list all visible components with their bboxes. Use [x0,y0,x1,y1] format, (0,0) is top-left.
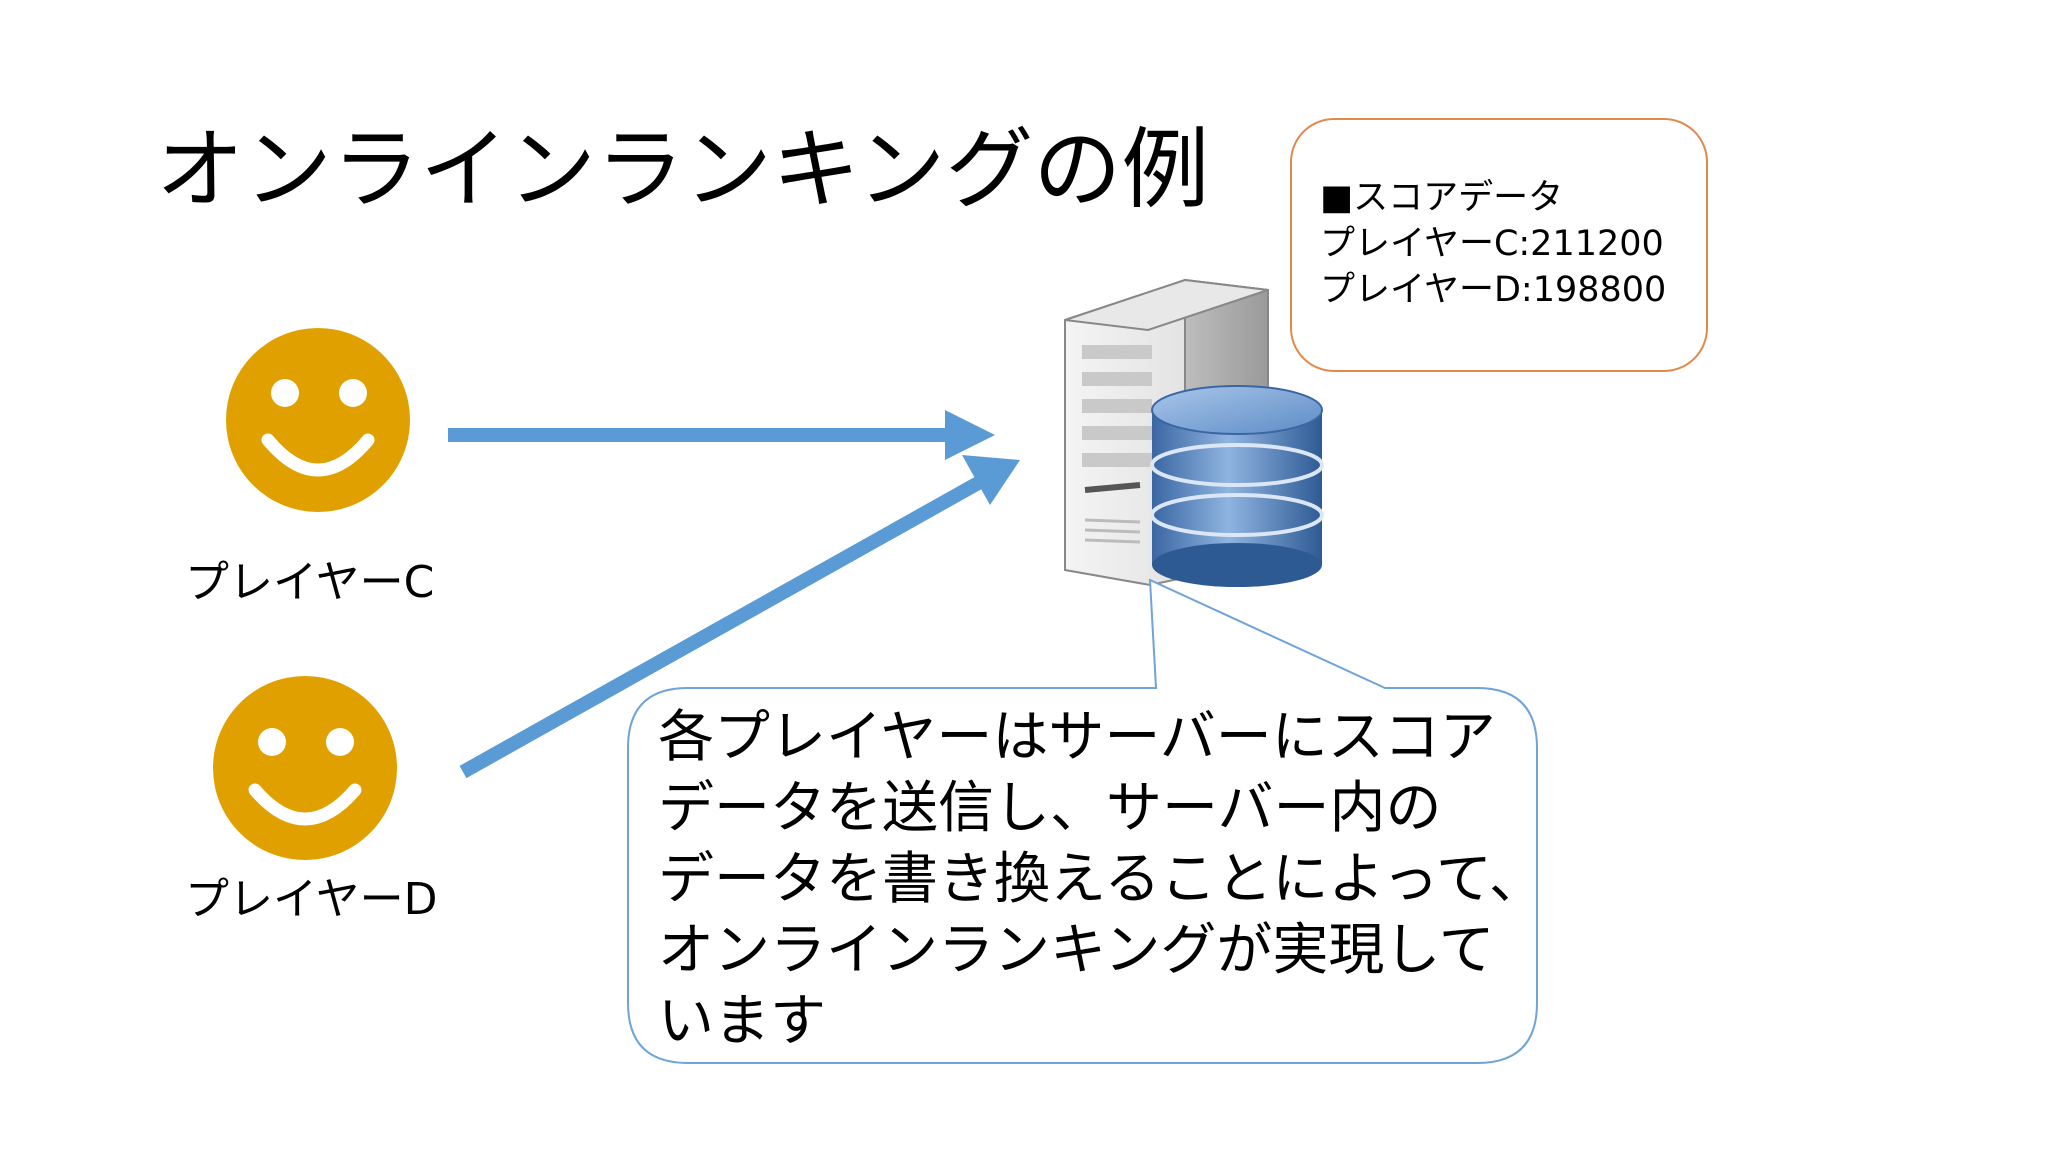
score-line-player-c: プレイヤーC:211200 [1320,224,1664,264]
speech-callout [627,578,1538,1064]
arrow-player-d-to-server [459,455,1020,779]
score-line-player-d: プレイヤーD:198800 [1320,270,1667,310]
callout-line: データを書き換えることによって、 [658,847,1546,912]
score-data-box: ■スコアデータ プレイヤーC:211200 プレイヤーD:198800 [1290,118,1708,372]
smiley-face-icon [213,676,397,860]
callout-text: 各プレイヤーはサーバーにスコア データを送信し、サーバー内の データを書き換える… [658,702,1546,1057]
smiley-face-icon [226,328,410,512]
score-heading: ■スコアデータ [1320,178,1564,218]
page-title: オンラインランキングの例 [156,118,1210,221]
callout-line: います [658,989,826,1054]
callout-line: オンラインランキングが実現して [658,918,1495,983]
player-c-label: プレイヤーC [185,557,435,608]
arrow-player-c-to-server [448,410,995,460]
callout-line: データを送信し、サーバー内の [658,776,1442,841]
player-d-label: プレイヤーD [185,874,438,925]
callout-line: 各プレイヤーはサーバーにスコア [658,705,1496,770]
database-icon [1150,385,1324,587]
